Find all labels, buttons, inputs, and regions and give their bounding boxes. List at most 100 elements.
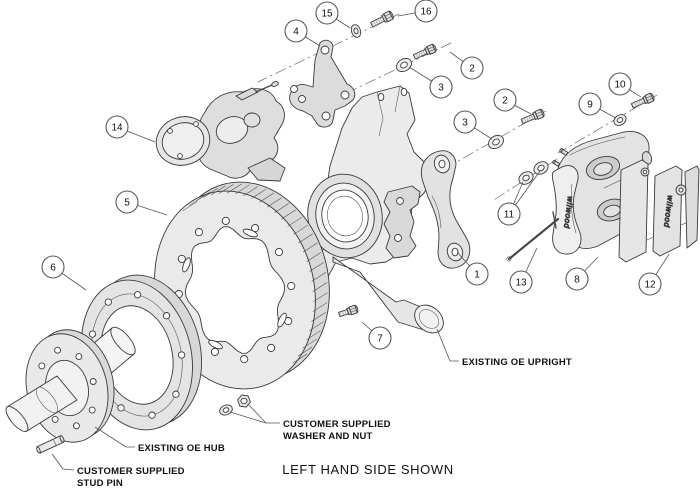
callout-number: 4	[293, 27, 299, 38]
callout-13: 13	[509, 247, 538, 294]
callout-8: 8	[565, 256, 599, 291]
callout-bubble	[115, 190, 139, 214]
callout-number: 13	[515, 278, 527, 289]
caliper-mount-bracket	[420, 150, 471, 269]
labels-layer: EXISTING OE UPRIGHT EXISTING OE HUB CUSTOM…	[51, 328, 572, 489]
callout-2b: 2	[493, 88, 532, 115]
callout-number: 14	[111, 123, 123, 134]
wilwood-script-pad: wilwood	[662, 195, 675, 228]
callout-3a: 3	[408, 66, 453, 99]
line-art: wilwood wilwood	[5, 10, 700, 454]
callout-number: 3	[438, 83, 444, 94]
fasteners-layer	[219, 10, 655, 416]
caliper-face-plate	[551, 165, 582, 255]
callout-10: 10	[608, 72, 642, 98]
callout-7: 7	[361, 321, 392, 350]
callout-14: 14	[105, 115, 156, 143]
rotor-mount-slots	[182, 228, 287, 350]
callout-5: 5	[115, 190, 168, 216]
retaining-pin	[506, 211, 560, 262]
callout-15: 15	[315, 1, 351, 29]
callout-11: 11	[497, 170, 541, 226]
callout-bubble	[493, 88, 517, 112]
callout-4: 4	[284, 19, 321, 47]
rotor-vent-slots	[182, 183, 328, 364]
callout-number: 9	[587, 100, 593, 111]
bleed-screw-icon	[552, 159, 561, 167]
wilwood-script-caliper: wilwood	[562, 196, 575, 229]
callout-9: 9	[578, 92, 617, 119]
callout-bubble	[608, 72, 632, 96]
callout-bubble	[429, 75, 453, 99]
label-text: WASHER AND NUT	[283, 431, 373, 442]
callout-number: 11	[504, 210, 515, 221]
callout-number: 5	[124, 198, 130, 209]
label-text: STUD PIN	[77, 478, 123, 489]
callout-number: 8	[574, 275, 580, 286]
callout-bubble	[368, 326, 392, 350]
brake-pads: wilwood	[618, 159, 700, 263]
callout-bubble	[565, 267, 589, 291]
washer-3b	[488, 134, 504, 150]
bolt-16	[370, 10, 394, 28]
callout-number: 3	[462, 118, 468, 129]
callout-2a: 2	[449, 51, 484, 80]
washer-11a	[518, 171, 534, 185]
callout-bubble	[453, 110, 477, 134]
footer-note: LEFT HAND SIDE SHOWN	[282, 462, 453, 477]
parking-brake-bracket	[289, 39, 356, 128]
callout-bubble	[414, 0, 438, 23]
bleed-screw-icon	[559, 148, 569, 156]
washer-3a	[396, 57, 412, 73]
callout-number: 6	[50, 263, 56, 274]
bolt-2b	[520, 108, 545, 125]
stud-pin	[36, 435, 65, 454]
callout-number: 16	[420, 7, 432, 18]
washer-11b	[533, 161, 549, 175]
label-text: CUSTOMER SUPPLIED	[283, 419, 391, 430]
callout-bubble	[465, 262, 489, 286]
oe-upright	[304, 85, 444, 334]
callout-16: 16	[397, 0, 438, 23]
parking-brake-caliper	[155, 81, 286, 182]
callout-number: 15	[321, 9, 333, 20]
callout-bubble	[315, 1, 339, 25]
callout-number: 2	[469, 64, 475, 75]
outboard-pad	[652, 165, 683, 257]
callout-bubble	[105, 115, 129, 139]
callout-bubble	[460, 56, 484, 80]
bolt-10	[630, 92, 655, 109]
bolt-7	[338, 304, 359, 318]
callout-bubble	[578, 92, 602, 116]
callout-3b: 3	[453, 110, 493, 140]
callout-number: 7	[377, 334, 383, 345]
callout-bubble	[509, 270, 533, 294]
washer-15	[350, 24, 362, 38]
label-existing-oe-hub: EXISTING OE HUB	[94, 426, 225, 454]
callout-6: 6	[41, 255, 87, 291]
callout-1: 1	[456, 251, 489, 286]
oe-hub	[5, 326, 136, 454]
label-text: EXISTING OE HUB	[138, 443, 225, 454]
callout-12: 12	[638, 253, 670, 296]
bolt-2a	[412, 43, 437, 60]
callout-number: 10	[614, 80, 626, 91]
adapter-bolt-holes	[88, 291, 186, 419]
customer-nut	[237, 394, 251, 408]
inboard-pad	[618, 159, 649, 263]
callout-bubble	[497, 202, 521, 226]
callout-number: 12	[644, 280, 656, 291]
callout-number: 2	[502, 96, 508, 107]
callout-number: 1	[474, 270, 480, 281]
callout-bubble	[638, 272, 662, 296]
label-existing-oe-upright: EXISTING OE UPRIGHT	[436, 328, 572, 368]
washer-customer	[219, 404, 233, 416]
rotor-center-opening	[184, 226, 286, 354]
callout-bubble	[41, 255, 65, 279]
label-text: EXISTING OE UPRIGHT	[462, 357, 572, 368]
label-text: CUSTOMER SUPPLIED	[77, 466, 185, 477]
